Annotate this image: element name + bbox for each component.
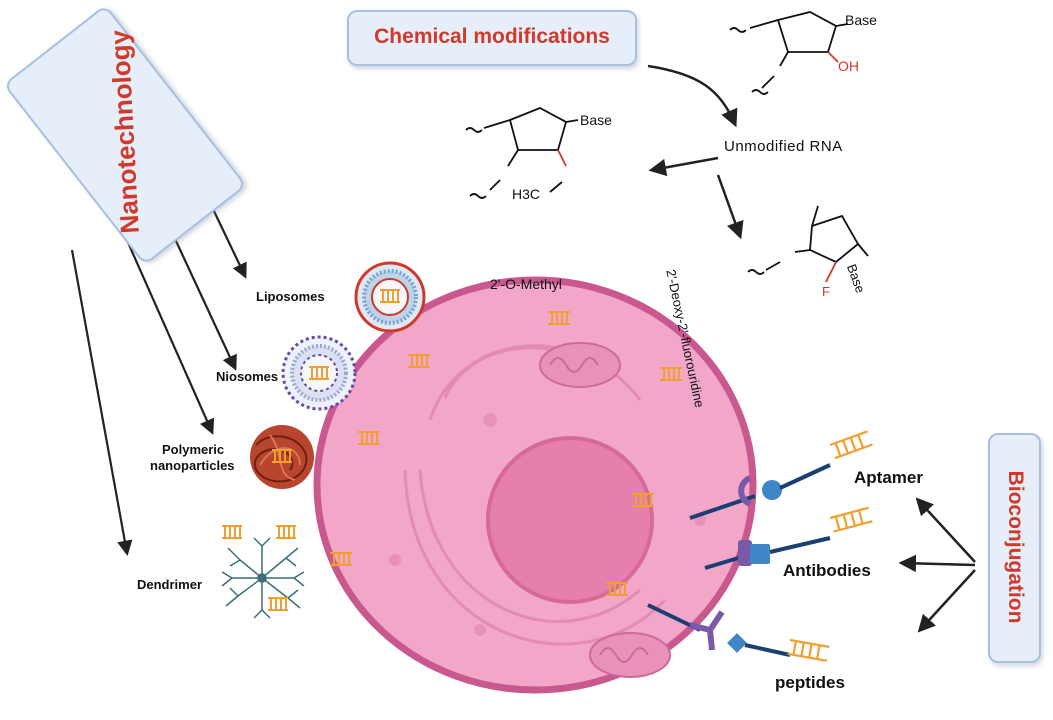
base-label: Base (845, 12, 877, 28)
niosome (281, 335, 357, 411)
antibodies-label: Antibodies (783, 561, 871, 580)
aptamer-conjugate (689, 430, 873, 520)
2-o-methyl-label: 2'-O-Methyl (490, 276, 562, 292)
cell (313, 276, 757, 694)
arrow-to-aptamer (915, 497, 976, 563)
arrow-to-2-o-methyl (648, 156, 719, 177)
mitochondrion (589, 632, 671, 678)
antibody-conjugate (704, 506, 873, 570)
mitochondrion (539, 342, 621, 388)
liposome (354, 261, 426, 333)
chemical-modifications-title: Chemical modifications (374, 25, 610, 48)
structure-unmodified (729, 11, 849, 95)
bio-arrows (898, 497, 976, 633)
dendrimer (221, 525, 305, 619)
arrow-to-peptides (917, 569, 976, 633)
arrow-to-antibodies (898, 554, 976, 573)
liposomes-label: Liposomes (256, 289, 325, 304)
chem-arrows (647, 64, 744, 240)
niosomes-label: Niosomes (216, 369, 279, 384)
nucleus (486, 436, 654, 604)
arrow-to-polymeric (116, 219, 215, 435)
aptamer-label: Aptamer (854, 468, 923, 487)
bioconjugation-box: Bioconjugation (988, 433, 1041, 663)
polymeric-label: Polymeric (162, 442, 225, 457)
peptides-label: peptides (775, 673, 845, 692)
arrow-to-dendrimer (70, 249, 133, 557)
nanoparticles-label: nanoparticles (150, 458, 235, 473)
bioconjugation-title: Bioconjugation (1004, 470, 1027, 624)
peptide-conjugate (647, 603, 830, 662)
structure-2-fluoro (747, 205, 869, 283)
arrow-to-unmodified-rna (647, 64, 738, 128)
sirna-marks (330, 311, 682, 596)
arrow-to-2-fluoro (716, 174, 744, 240)
oh-label: OH (838, 58, 859, 74)
polymeric-nanoparticle (250, 425, 314, 489)
fluoro-label: F (822, 284, 830, 299)
chemical-modifications-box: Chemical modifications (347, 10, 637, 66)
methoxy-label: H3C (512, 186, 541, 202)
base-label: Base (580, 112, 612, 128)
unmodified-rna-label: Unmodified RNA (724, 138, 843, 155)
structure-2-o-methyl (465, 107, 579, 199)
dendrimer-label: Dendrimer (137, 577, 203, 592)
